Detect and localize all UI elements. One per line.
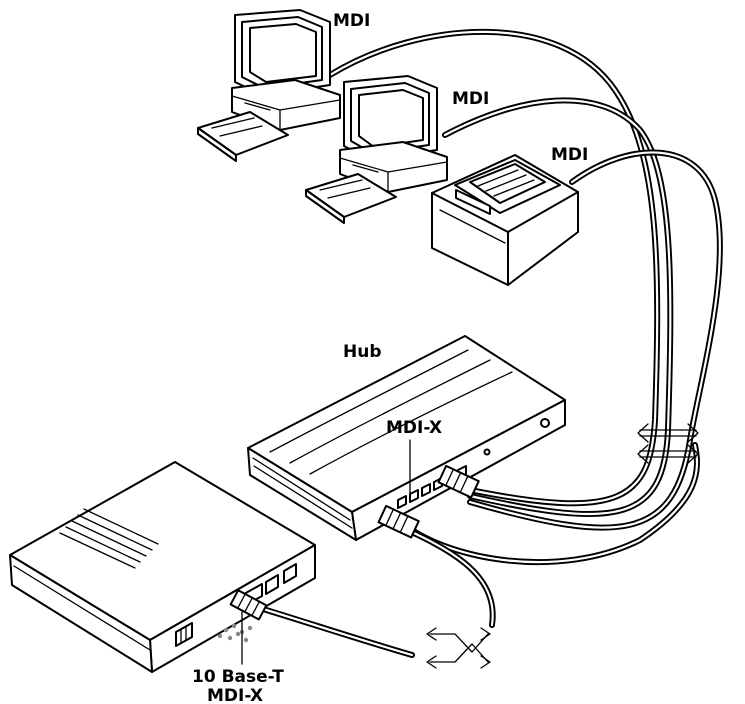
device-port-label-line1: 10 Base-T (192, 667, 284, 687)
computer-icon (305, 75, 448, 224)
hub: Hub MDI-X (247, 335, 566, 541)
computer-icon (197, 9, 341, 162)
rj45-connector-icon (437, 464, 480, 499)
computer-1: MDI (197, 9, 370, 162)
network-cables (247, 28, 723, 658)
printer: MDI (431, 145, 588, 286)
pc2-label: MDI (452, 89, 489, 109)
pc1-label: MDI (333, 11, 370, 31)
rj45-connector-icon (377, 504, 420, 539)
rj45-connector-icon (229, 589, 268, 621)
printer-icon (431, 154, 579, 286)
crossover-arrows-icon (426, 627, 491, 669)
printer-label: MDI (551, 145, 588, 165)
network-device: 10 Base-T MDI-X (9, 461, 316, 704)
device-port-label-line2: MDI-X (207, 686, 263, 704)
hub-icon (247, 335, 566, 541)
straight-arrows-icon (637, 423, 699, 464)
hub-label: Hub (343, 342, 382, 362)
computer-2: MDI (305, 75, 489, 224)
network-device-icon (9, 461, 316, 673)
hub-port-label: MDI-X (386, 418, 442, 438)
hub-connectors (377, 464, 480, 539)
